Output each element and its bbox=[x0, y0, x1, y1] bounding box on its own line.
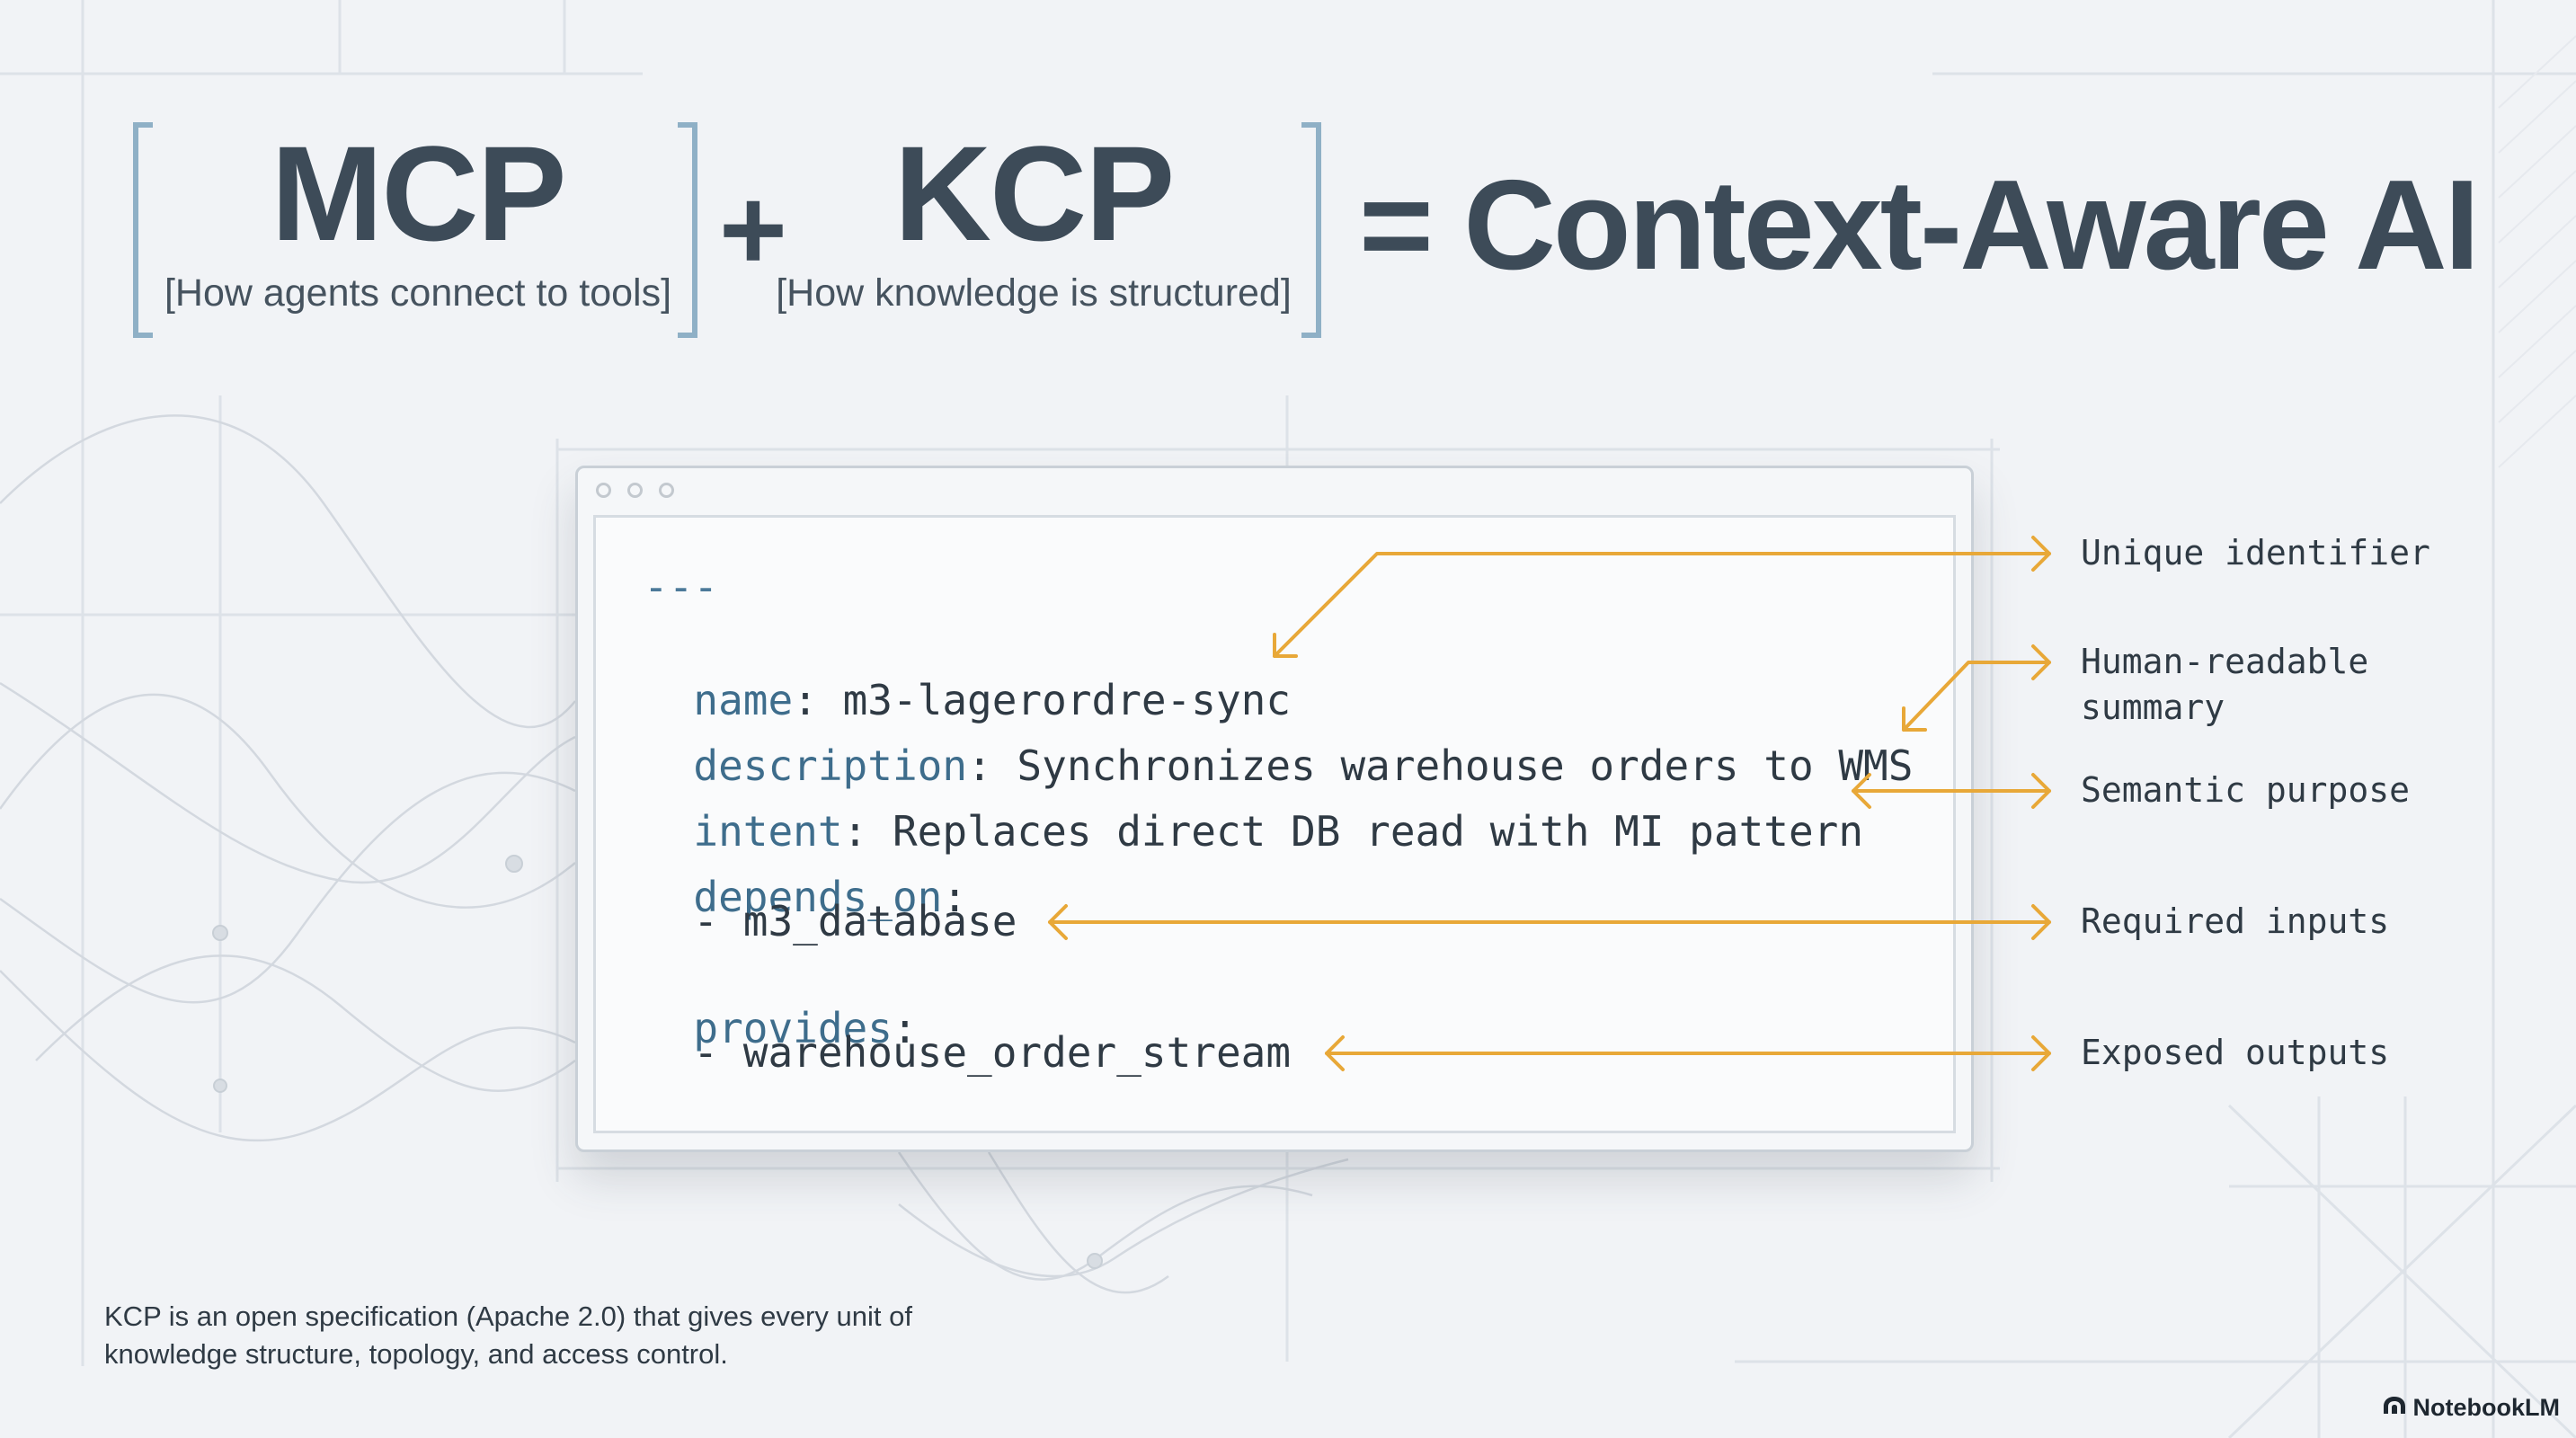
code-value: m3-lagerordre-sync bbox=[817, 676, 1292, 724]
code-line-name: name: m3-lagerordre-sync bbox=[644, 638, 1291, 721]
code-line-depends-on: depends_on: bbox=[644, 835, 967, 918]
annotation-exposed-outputs: Exposed outputs bbox=[2081, 1033, 2390, 1072]
kcp-subtitle: [How knowledge is structured] bbox=[776, 271, 1292, 315]
annotation-required-inputs: Required inputs bbox=[2081, 901, 2390, 941]
code-colon: : bbox=[793, 676, 818, 724]
code-line-description: description: Synchronizes warehouse orde… bbox=[644, 704, 1913, 786]
mcp-right-bracket bbox=[678, 122, 697, 338]
code-colon: : bbox=[942, 873, 968, 921]
annotation-human-readable-summary: Human-readable summary bbox=[2081, 642, 2369, 728]
brand-watermark: NotebookLM bbox=[2381, 1394, 2560, 1422]
annotation-semantic-purpose: Semantic purpose bbox=[2081, 770, 2411, 810]
window-dot-2 bbox=[627, 483, 643, 498]
window-dot-1 bbox=[596, 483, 611, 498]
code-line-intent: intent: Replaces direct DB read with MI … bbox=[644, 769, 1863, 852]
annotation-unique-identifier: Unique identifier bbox=[2081, 533, 2430, 573]
code-line-provides-item: - warehouse_order_stream bbox=[644, 1028, 1292, 1077]
plus-sign: + bbox=[719, 164, 787, 295]
code-colon: : bbox=[842, 807, 868, 856]
yaml-separator: --- bbox=[644, 563, 719, 611]
result-title: = Context-Aware AI bbox=[1359, 154, 2480, 297]
code-key: provides bbox=[693, 1004, 893, 1052]
code-line-dependency-item: - m3_database bbox=[644, 897, 1017, 945]
footnote-text: KCP is an open specification (Apache 2.0… bbox=[104, 1300, 912, 1371]
mcp-title: MCP bbox=[271, 118, 566, 269]
code-key: description bbox=[693, 741, 968, 790]
window-dot-3 bbox=[659, 483, 674, 498]
notebooklm-logo-icon bbox=[2381, 1394, 2408, 1422]
code-key: name bbox=[693, 676, 794, 724]
code-colon: : bbox=[967, 741, 992, 790]
kcp-title: KCP bbox=[893, 118, 1176, 269]
mcp-subtitle: [How agents connect to tools] bbox=[164, 271, 672, 315]
brand-label: NotebookLM bbox=[2412, 1394, 2560, 1421]
code-line-provides: provides: bbox=[644, 966, 918, 1052]
code-key: depends_on bbox=[693, 873, 943, 921]
kcp-right-bracket bbox=[1301, 122, 1321, 338]
code-value: Replaces direct DB read with MI pattern bbox=[867, 807, 1864, 856]
code-colon: : bbox=[892, 1004, 918, 1052]
mcp-left-bracket bbox=[133, 122, 153, 338]
code-key: intent bbox=[693, 807, 843, 856]
code-value: Synchronizes warehouse orders to WMS bbox=[991, 741, 1914, 790]
